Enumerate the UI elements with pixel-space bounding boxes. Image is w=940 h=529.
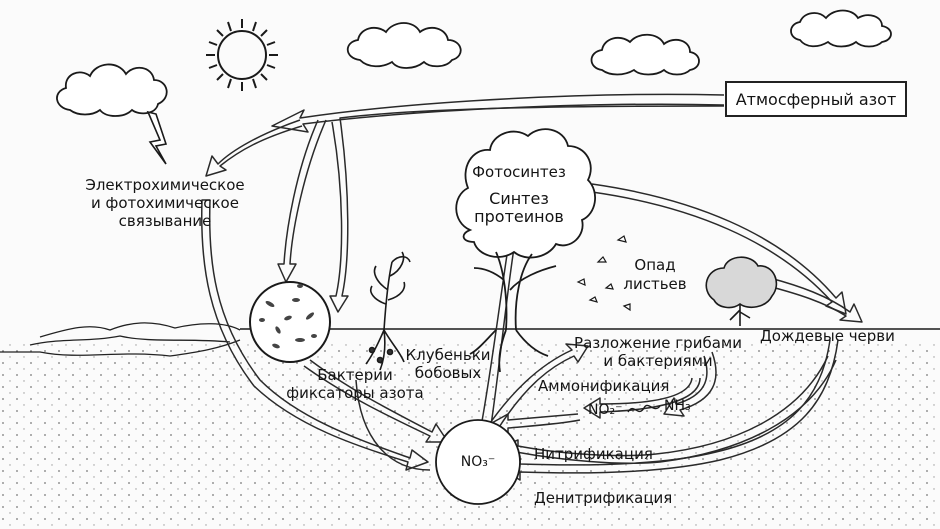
protein-synthesis-label: Синтез протеинов [474, 189, 564, 226]
lightning-icon [146, 110, 168, 165]
atmospheric-nitrogen-label: Атмосферный азот [735, 90, 897, 109]
nitrite-label: NO₂⁻ [588, 402, 623, 418]
ammonification-label: Аммонификация [538, 377, 670, 395]
nitrification-label: Нитрификация [534, 445, 653, 463]
cloud-icon [346, 22, 462, 69]
denitrification-label: Денитрификация [534, 489, 673, 507]
cloud-icon [590, 33, 700, 76]
nitrogen-fixing-bacteria-label: Бактерии фиксаторы азота [286, 366, 424, 402]
leaf-icon [576, 235, 631, 312]
nitrate-label: NO₃⁻ [460, 454, 496, 470]
water-waves [0, 322, 241, 357]
tree-icon [455, 128, 596, 373]
sun-icon [206, 19, 278, 91]
legume-nodules-label: Клубеньки бобовых [405, 346, 491, 382]
atmospheric-nitrogen-box: Атмосферный азот [725, 81, 907, 117]
nitrate-pool [435, 419, 521, 505]
legume-plant-icon [365, 251, 411, 371]
cloud-icon [56, 63, 168, 117]
bacteria-icon [249, 281, 331, 363]
conversion-arrow [627, 404, 661, 413]
electrochemical-fixation-label: Электрохимическое и фотохимическое связы… [85, 176, 245, 230]
ammonia-label: NH₃ [664, 398, 691, 414]
earthworms-label: Дождевые черви [760, 327, 895, 345]
bush-icon [705, 256, 778, 326]
leaf-fall-label: Опад листьев [623, 256, 687, 293]
decomposition-label: Разложение грибами и бактериями [574, 334, 742, 370]
photosynthesis-label: Фотосинтез [472, 163, 566, 181]
cloud-icon [790, 9, 892, 48]
